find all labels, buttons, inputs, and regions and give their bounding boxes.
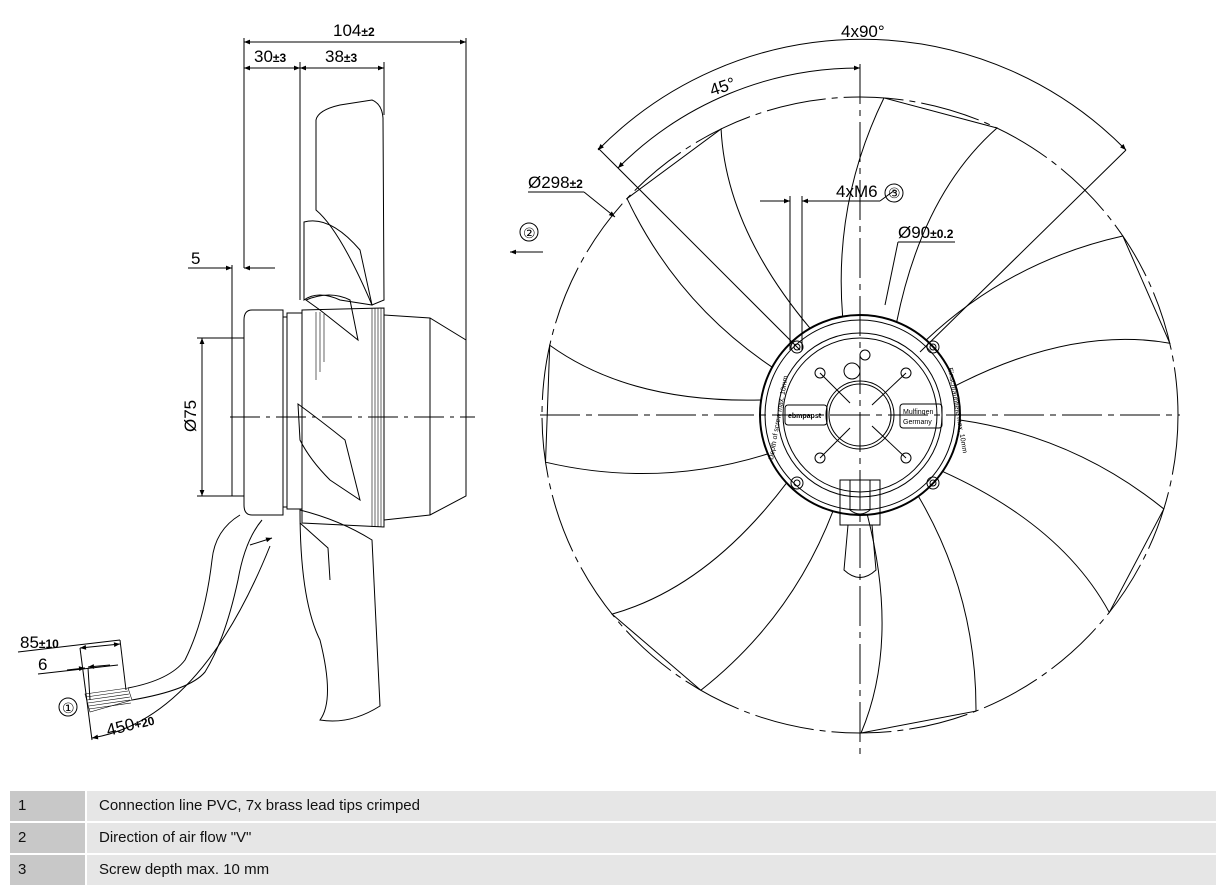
side-view bbox=[17, 38, 475, 741]
dim-4xm6: 4xM6 bbox=[836, 182, 878, 201]
callout-2: ② bbox=[523, 226, 536, 242]
legend-text: Direction of air flow "V" bbox=[87, 823, 1216, 853]
dim-dia298: Ø298±2 bbox=[528, 173, 583, 192]
brand-logo: ebmpapst bbox=[788, 413, 822, 420]
callout-3: ③ bbox=[888, 186, 901, 202]
dim-6: 6 bbox=[38, 655, 47, 674]
fan-blade bbox=[840, 97, 999, 323]
dim-dia90: Ø90±0.2 bbox=[898, 223, 954, 242]
dim-4x90: 4x90° bbox=[841, 22, 885, 41]
dim-30: 30±3 bbox=[254, 47, 287, 66]
dim-38: 38±3 bbox=[325, 47, 358, 66]
technical-drawing: 104±2 30±3 38±3 5 Ø75 85±10 6 450+20 ① bbox=[17, 21, 1180, 760]
legend-text: Screw depth max. 10 mm bbox=[87, 855, 1216, 885]
front-view bbox=[510, 38, 1180, 760]
arc-45 bbox=[617, 65, 861, 169]
hub-bore bbox=[825, 380, 895, 450]
fan-blade bbox=[942, 419, 1165, 614]
legend-text: Connection line PVC, 7x brass lead tips … bbox=[87, 791, 1216, 821]
fan-blade bbox=[860, 495, 977, 734]
dim-overall: 104±2 bbox=[333, 21, 375, 40]
dim-85: 85±10 bbox=[20, 633, 59, 652]
dim-5: 5 bbox=[191, 249, 200, 268]
fan-blade bbox=[611, 482, 834, 691]
legend-number: 3 bbox=[10, 855, 85, 885]
arc-4x90 bbox=[597, 38, 1127, 151]
dim-45: 45° bbox=[707, 74, 737, 100]
hub-rim-text-left: Depth of screw max. 10mm bbox=[768, 375, 790, 460]
dim-dia75: Ø75 bbox=[181, 400, 200, 432]
side-view-labels: 104±2 30±3 38±3 5 Ø75 85±10 6 450+20 ① bbox=[20, 21, 375, 740]
fan-blade bbox=[925, 235, 1171, 387]
legend-number: 1 bbox=[10, 791, 85, 821]
dim-450: 450+20 bbox=[104, 710, 156, 740]
hub-location-1: Mulfingen bbox=[903, 409, 933, 416]
fan-blades bbox=[545, 97, 1171, 734]
fan-blade bbox=[626, 127, 811, 368]
bolt-holes bbox=[790, 340, 940, 490]
fan-blade bbox=[545, 344, 769, 475]
legend-number: 2 bbox=[10, 823, 85, 853]
callout-1: ① bbox=[62, 701, 75, 717]
callout-1-circle bbox=[58, 697, 78, 717]
hub-location-2: Germany bbox=[903, 419, 932, 426]
